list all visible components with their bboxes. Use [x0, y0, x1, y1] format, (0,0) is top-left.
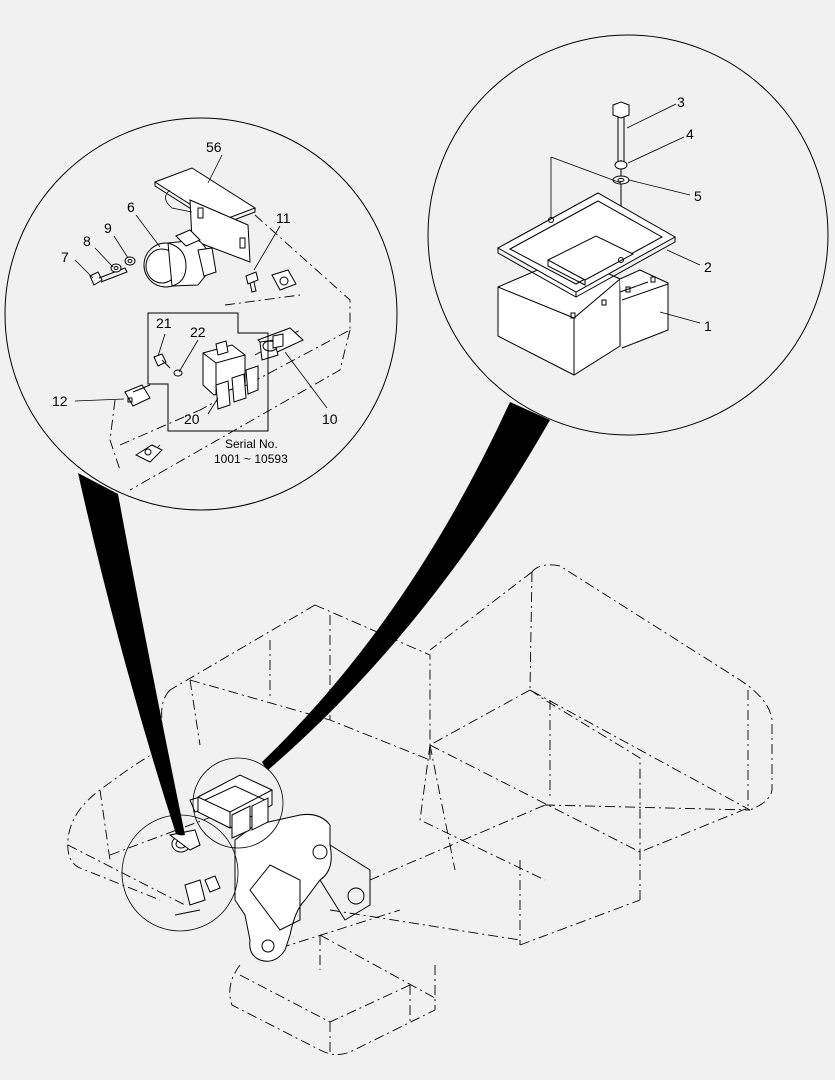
callout-leaders — [74, 103, 701, 415]
leader-wedge-left — [78, 473, 185, 836]
callout-22: 22 — [190, 324, 206, 340]
callout-4: 4 — [686, 126, 694, 142]
left-detail-view — [4, 117, 398, 511]
callout-6: 6 — [127, 199, 135, 215]
mounting-plate — [234, 814, 371, 962]
leader-wedge-right — [262, 402, 550, 770]
callout-9: 9 — [104, 220, 112, 236]
callout-8: 8 — [83, 233, 91, 249]
callout-21: 21 — [156, 315, 172, 331]
right-detail-view — [427, 34, 829, 436]
callout-56: 56 — [206, 139, 222, 155]
callout-1: 1 — [704, 318, 712, 334]
callout-10: 10 — [322, 411, 338, 427]
callout-5: 5 — [694, 188, 702, 204]
serial-note-line1: Serial No. — [225, 437, 278, 451]
callout-3: 3 — [677, 94, 685, 110]
callout-labels: 56 6 11 9 8 7 21 22 12 20 10 Serial No. … — [52, 94, 712, 466]
callout-12: 12 — [52, 393, 68, 409]
callout-2: 2 — [704, 259, 712, 275]
battery-detail-circle — [192, 757, 284, 849]
serial-note-line2: 1001 ~ 10593 — [214, 452, 288, 466]
callout-20: 20 — [184, 411, 200, 427]
callout-7: 7 — [61, 249, 69, 265]
callout-11: 11 — [276, 210, 291, 226]
